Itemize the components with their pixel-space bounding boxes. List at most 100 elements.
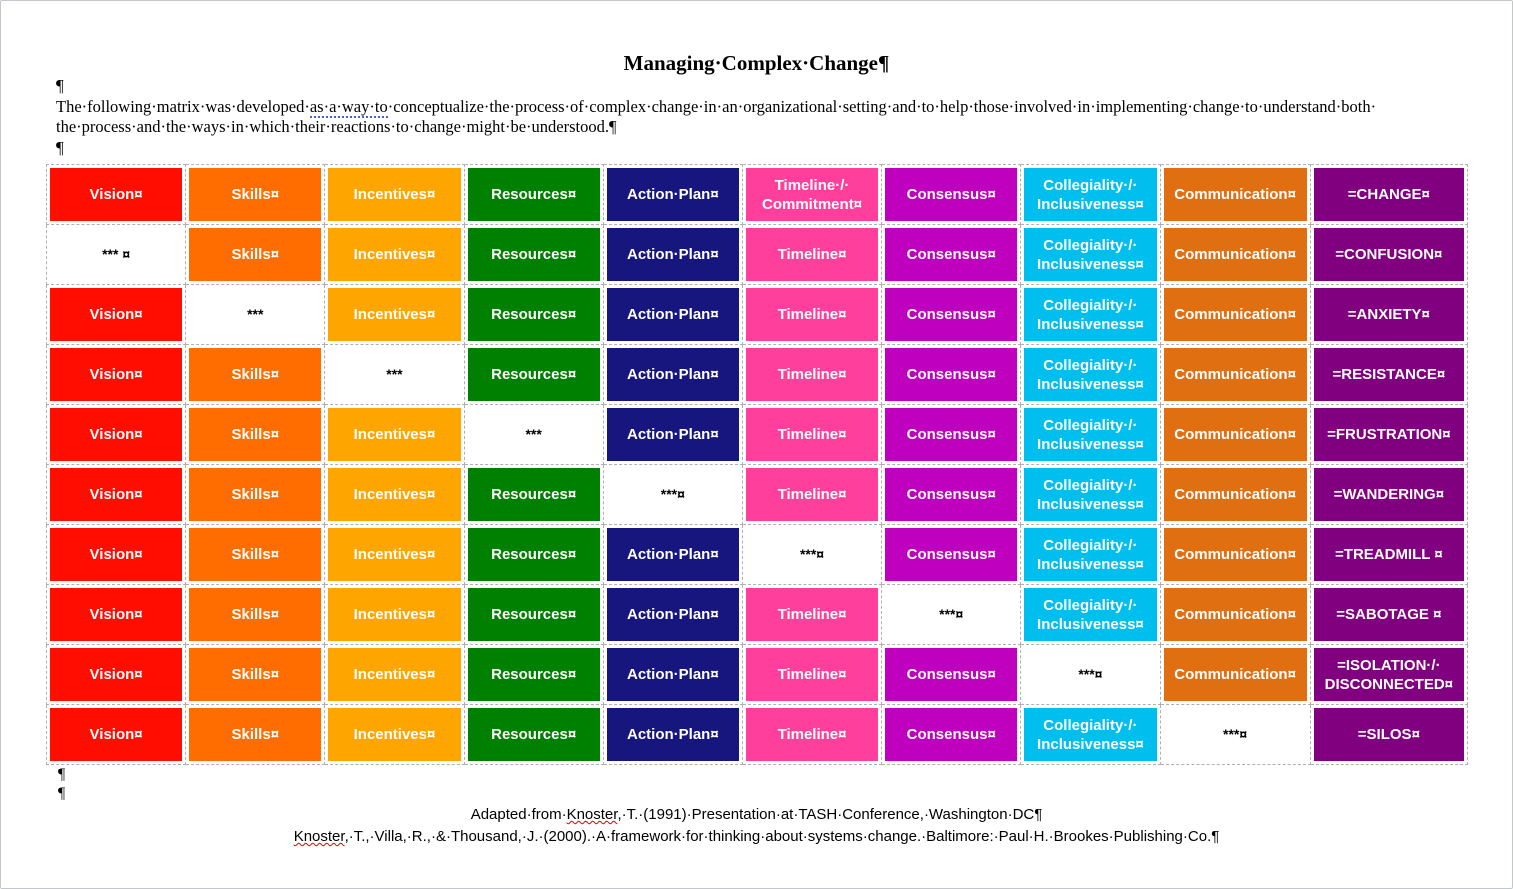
matrix-cell-collegiality-row-6: Collegiality·/· Inclusiveness¤: [1020, 524, 1161, 585]
matrix-row-8: Vision¤Skills¤Incentives¤Resources¤Actio…: [45, 644, 1469, 705]
matrix-row-5: Vision¤Skills¤Incentives¤Resources¤***¤T…: [45, 464, 1469, 525]
matrix-cell-skills-row-9: Skills¤: [185, 704, 326, 765]
misspelled-word: Knoster: [566, 806, 618, 823]
pilcrow-icon: ¶: [58, 766, 66, 783]
matrix-cell-vision-row-0: Vision¤: [45, 164, 187, 225]
matrix-cell-incentives-row-1: Incentives¤: [324, 224, 465, 285]
matrix-cell-communication-row-5: Communication¤: [1159, 464, 1311, 525]
matrix-cell-result-row-5: =WANDERING¤: [1309, 464, 1469, 525]
intro-text: The·following·matrix·was·developed·: [56, 97, 310, 116]
matrix-cell-result-row-1: =CONFUSION¤: [1309, 224, 1469, 285]
matrix-cell-collegiality-row-0: Collegiality·/· Inclusiveness¤: [1020, 164, 1161, 225]
matrix-cell-consensus-row-9: Consensus¤: [881, 704, 1022, 765]
matrix-cell-timeline-row-6: ***¤: [741, 524, 883, 585]
page-title: Managing·Complex·Change¶: [1, 51, 1512, 75]
matrix-cell-vision-row-2: Vision¤: [45, 284, 187, 345]
matrix-row-1: *** ¤Skills¤Incentives¤Resources¤Action·…: [45, 224, 1469, 285]
matrix-cell-vision-row-9: Vision¤: [45, 704, 187, 765]
matrix-cell-consensus-row-8: Consensus¤: [881, 644, 1022, 705]
matrix-cell-timeline-row-7: Timeline¤: [741, 584, 883, 645]
matrix-cell-incentives-row-4: Incentives¤: [324, 404, 465, 465]
matrix-cell-vision-row-6: Vision¤: [45, 524, 187, 585]
matrix-cell-vision-row-3: Vision¤: [45, 344, 187, 405]
matrix-cell-communication-row-8: Communication¤: [1159, 644, 1311, 705]
matrix-row-9: Vision¤Skills¤Incentives¤Resources¤Actio…: [45, 704, 1469, 765]
matrix-cell-consensus-row-6: Consensus¤: [881, 524, 1022, 585]
matrix-cell-vision-row-1: *** ¤: [45, 224, 187, 285]
matrix-cell-action_plan-row-3: Action·Plan¤: [602, 344, 743, 405]
matrix-cell-skills-row-8: Skills¤: [185, 644, 326, 705]
matrix-cell-communication-row-6: Communication¤: [1159, 524, 1311, 585]
empty-paragraph-mark: ¶: [56, 137, 1512, 159]
citation-block: Adapted·from·Knoster,·T.·(1991)·Presenta…: [1, 804, 1512, 848]
matrix-cell-resources-row-4: ***: [463, 404, 604, 465]
matrix-cell-result-row-6: =TREADMILL ¤: [1309, 524, 1469, 585]
matrix-cell-vision-row-7: Vision¤: [45, 584, 187, 645]
matrix-cell-timeline-row-9: Timeline¤: [741, 704, 883, 765]
matrix-cell-action_plan-row-5: ***¤: [602, 464, 743, 525]
matrix-cell-consensus-row-1: Consensus¤: [881, 224, 1022, 285]
matrix-cell-collegiality-row-8: ***¤: [1020, 644, 1161, 705]
pilcrow-icon: ¶: [56, 138, 64, 157]
matrix-row-4: Vision¤Skills¤Incentives¤***Action·Plan¤…: [45, 404, 1469, 465]
matrix-cell-timeline-row-8: Timeline¤: [741, 644, 883, 705]
matrix-row-7: Vision¤Skills¤Incentives¤Resources¤Actio…: [45, 584, 1469, 645]
matrix-cell-communication-row-1: Communication¤: [1159, 224, 1311, 285]
matrix-cell-incentives-row-5: Incentives¤: [324, 464, 465, 525]
matrix-cell-vision-row-4: Vision¤: [45, 404, 187, 465]
matrix-cell-result-row-9: =SILOS¤: [1309, 704, 1469, 765]
matrix-row-6: Vision¤Skills¤Incentives¤Resources¤Actio…: [45, 524, 1469, 585]
matrix-cell-collegiality-row-7: Collegiality·/· Inclusiveness¤: [1020, 584, 1161, 645]
matrix-cell-incentives-row-8: Incentives¤: [324, 644, 465, 705]
title-text: Managing·Complex·Change¶: [623, 51, 890, 75]
citation-line-1: Adapted·from·Knoster,·T.·(1991)·Presenta…: [1, 804, 1512, 826]
matrix-cell-vision-row-5: Vision¤: [45, 464, 187, 525]
citation-text: ,·T.·(1991)·Presentation·at·TASH·Confere…: [617, 806, 1043, 823]
matrix-cell-incentives-row-7: Incentives¤: [324, 584, 465, 645]
matrix-cell-resources-row-0: Resources¤: [463, 164, 604, 225]
matrix-cell-collegiality-row-1: Collegiality·/· Inclusiveness¤: [1020, 224, 1161, 285]
intro-text: the·process·and·the·ways·in·which·their·…: [56, 117, 617, 136]
misspelled-word: Knoster: [293, 828, 345, 845]
matrix-cell-result-row-3: =RESISTANCE¤: [1309, 344, 1469, 405]
matrix-cell-collegiality-row-2: Collegiality·/· Inclusiveness¤: [1020, 284, 1161, 345]
matrix-cell-resources-row-9: Resources¤: [463, 704, 604, 765]
citation-line-2: Knoster,·T.,·Villa,·R.,·&·Thousand,·J.·(…: [1, 826, 1512, 848]
matrix-cell-action_plan-row-2: Action·Plan¤: [602, 284, 743, 345]
matrix-cell-incentives-row-3: ***: [324, 344, 465, 405]
matrix-cell-vision-row-8: Vision¤: [45, 644, 187, 705]
matrix-cell-resources-row-2: Resources¤: [463, 284, 604, 345]
matrix-cell-result-row-7: =SABOTAGE ¤: [1309, 584, 1469, 645]
citation-text: ,·T.,·Villa,·R.,·&·Thousand,·J.·(2000).·…: [344, 828, 1220, 845]
matrix-cell-action_plan-row-7: Action·Plan¤: [602, 584, 743, 645]
matrix-cell-incentives-row-6: Incentives¤: [324, 524, 465, 585]
matrix-cell-resources-row-1: Resources¤: [463, 224, 604, 285]
matrix-cell-communication-row-2: Communication¤: [1159, 284, 1311, 345]
matrix-cell-incentives-row-0: Incentives¤: [324, 164, 465, 225]
matrix-row-3: Vision¤Skills¤***Resources¤Action·Plan¤T…: [45, 344, 1469, 405]
matrix-row-0: Vision¤Skills¤Incentives¤Resources¤Actio…: [45, 164, 1469, 225]
matrix-cell-skills-row-4: Skills¤: [185, 404, 326, 465]
empty-paragraph-mark: ¶: [56, 75, 1512, 97]
matrix-cell-action_plan-row-8: Action·Plan¤: [602, 644, 743, 705]
matrix-cell-result-row-8: =ISOLATION·/· DISCONNECTED¤: [1309, 644, 1469, 705]
intro-text: ·conceptualize·the·process·of·complex·ch…: [387, 97, 1377, 116]
matrix-cell-result-row-2: =ANXIETY¤: [1309, 284, 1469, 345]
matrix-cell-resources-row-3: Resources¤: [463, 344, 604, 405]
matrix-cell-action_plan-row-9: Action·Plan¤: [602, 704, 743, 765]
matrix-cell-action_plan-row-1: Action·Plan¤: [602, 224, 743, 285]
matrix-cell-timeline-row-1: Timeline¤: [741, 224, 883, 285]
matrix-row-2: Vision¤***Incentives¤Resources¤Action·Pl…: [45, 284, 1469, 345]
matrix-cell-resources-row-8: Resources¤: [463, 644, 604, 705]
matrix-cell-timeline-row-4: Timeline¤: [741, 404, 883, 465]
matrix-cell-timeline-row-5: Timeline¤: [741, 464, 883, 525]
pilcrow-icon: ¶: [58, 785, 66, 802]
matrix-cell-result-row-4: =FRUSTRATION¤: [1309, 404, 1469, 465]
matrix-cell-consensus-row-2: Consensus¤: [881, 284, 1022, 345]
matrix-cell-resources-row-6: Resources¤: [463, 524, 604, 585]
matrix-cell-collegiality-row-5: Collegiality·/· Inclusiveness¤: [1020, 464, 1161, 525]
matrix-cell-communication-row-0: Communication¤: [1159, 164, 1311, 225]
matrix-cell-action_plan-row-6: Action·Plan¤: [602, 524, 743, 585]
matrix-cell-incentives-row-9: Incentives¤: [324, 704, 465, 765]
